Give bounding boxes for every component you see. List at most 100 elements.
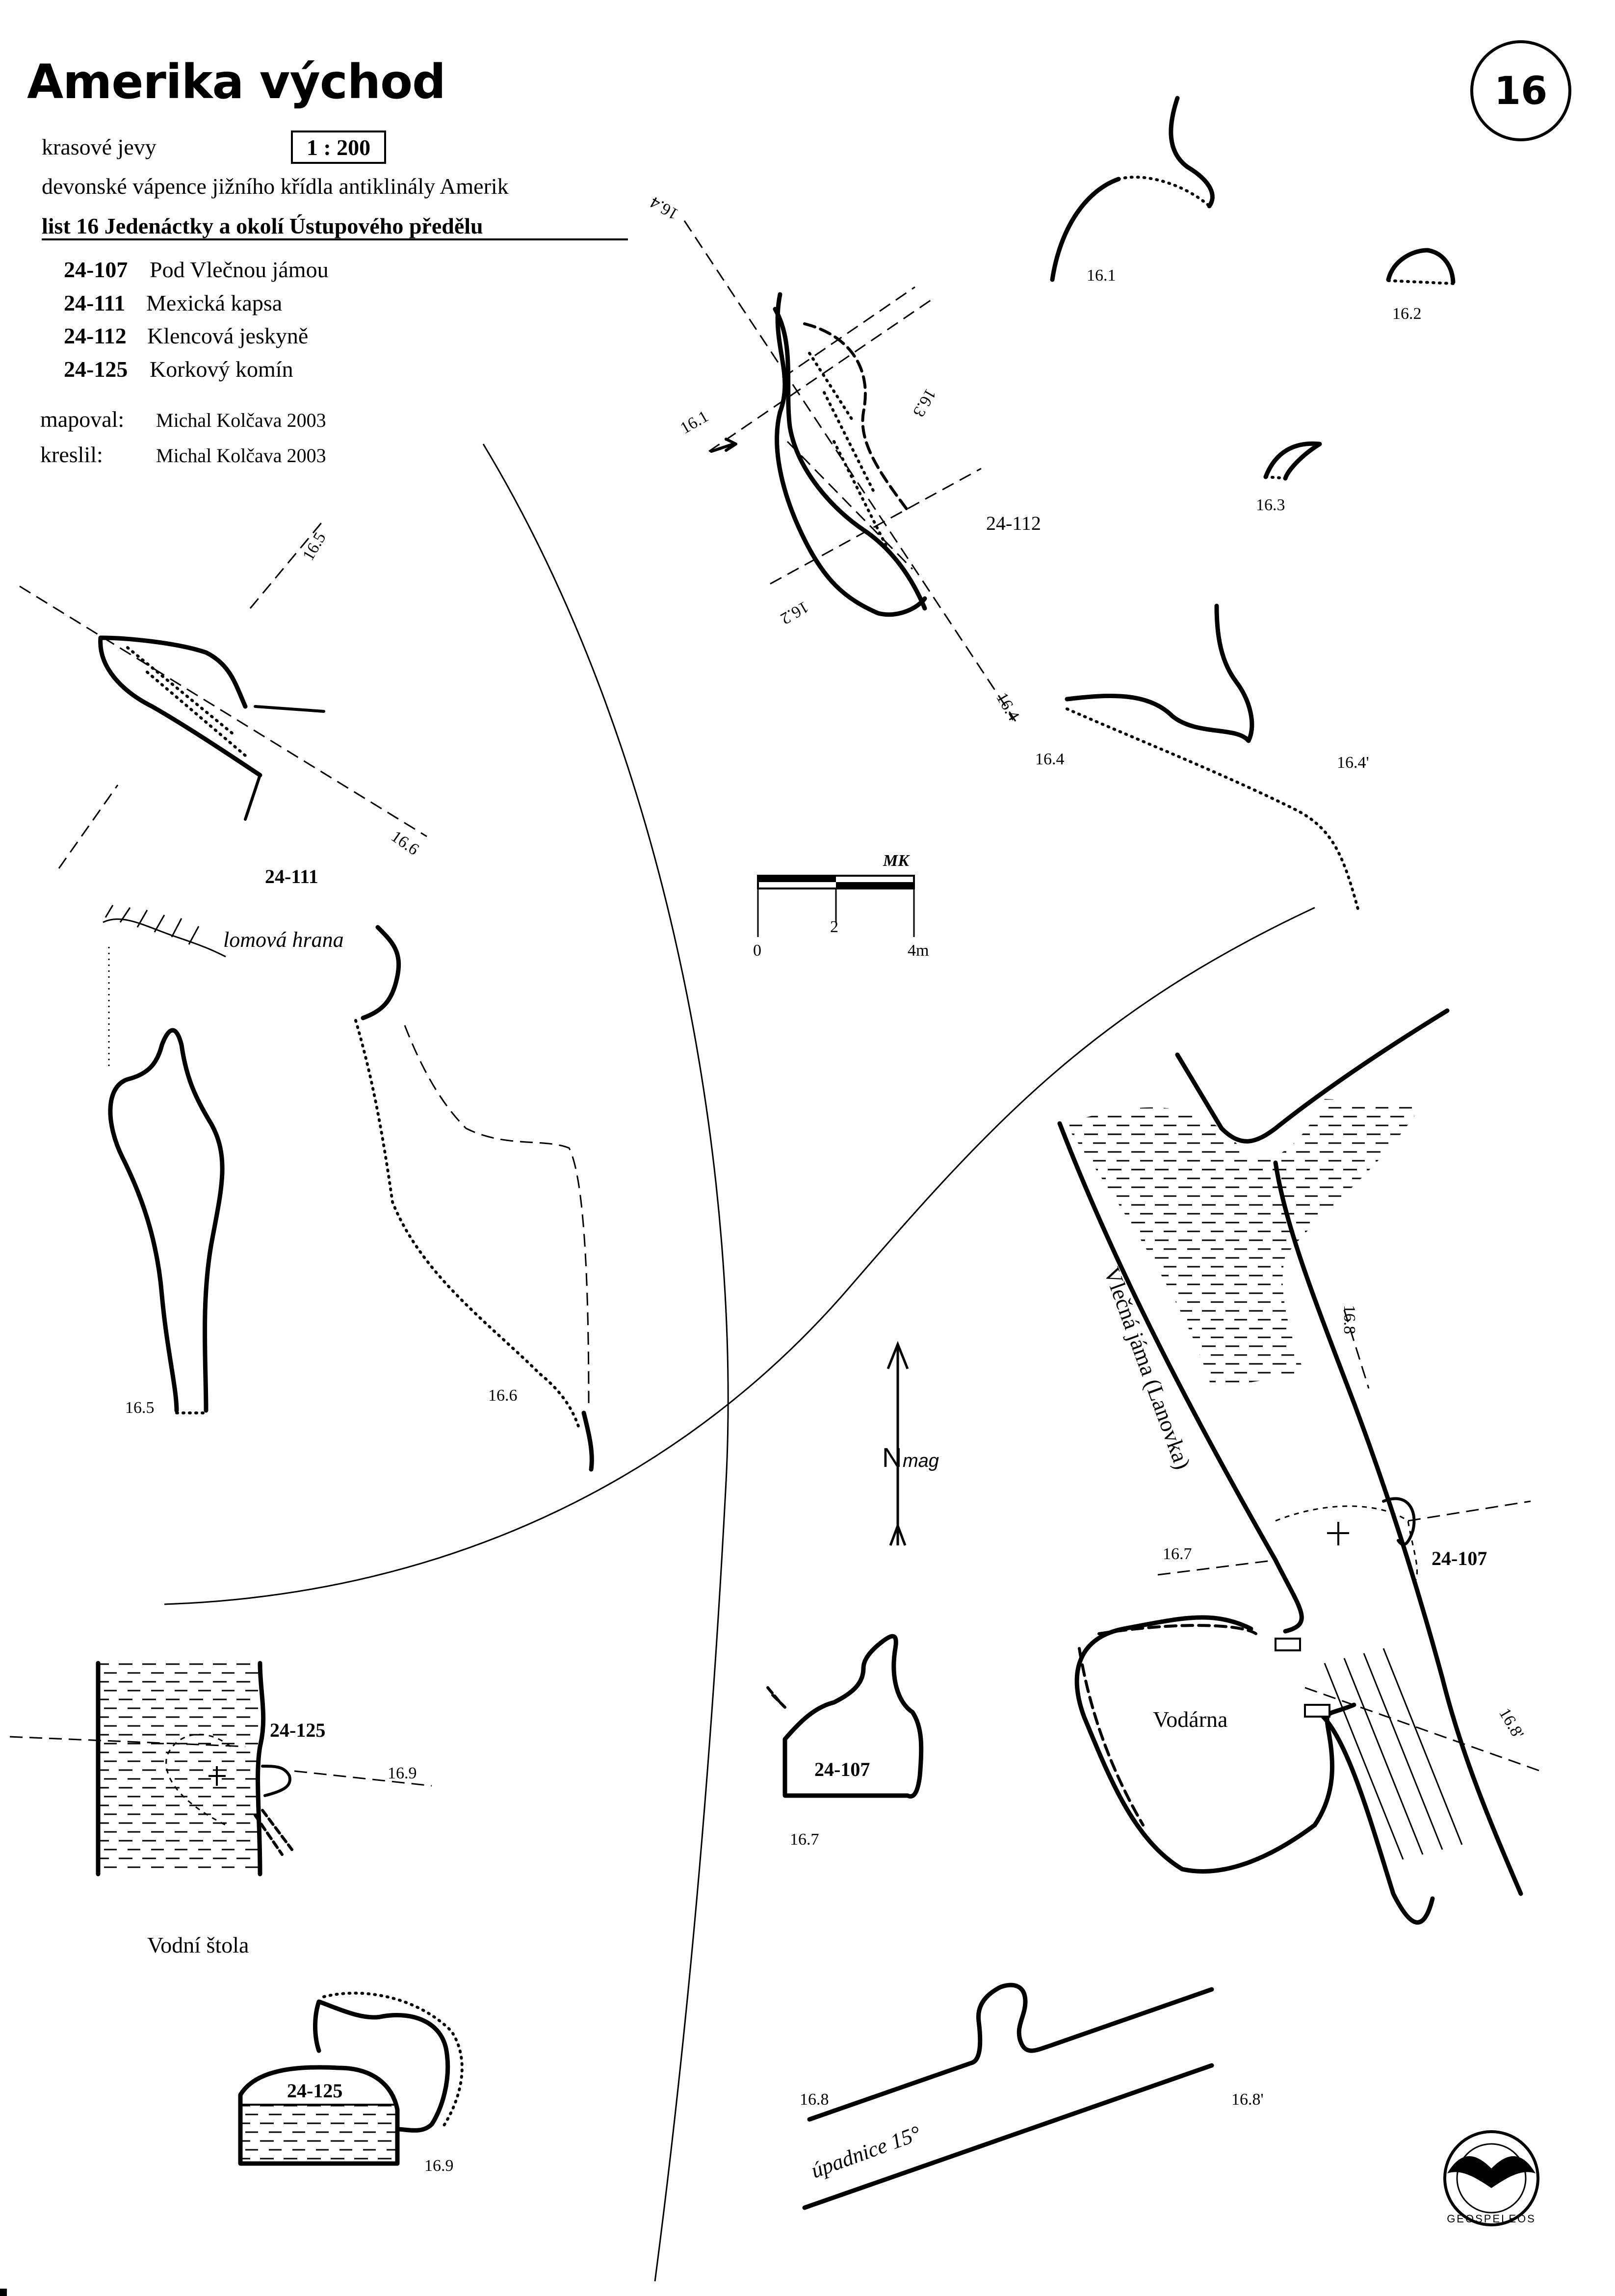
north-arrow: N mag (882, 1341, 939, 1546)
profile-16-3-floor (1264, 475, 1289, 480)
track-lines (1324, 1648, 1463, 1860)
north-letter: N (882, 1442, 902, 1473)
boundary-curve (482, 444, 729, 2282)
bat-icon (1447, 2156, 1536, 2188)
profile-16-9-surface (322, 1991, 464, 2131)
section-line (58, 784, 119, 869)
section-label: 16.9 (388, 1764, 417, 1782)
section-line (782, 286, 915, 379)
arrow-marker (710, 438, 737, 453)
entrance-cross (1327, 1522, 1349, 1545)
section-line (1343, 1309, 1370, 1389)
scale-tick-label: 4m (908, 941, 929, 960)
room-label: Vodárna (1153, 1707, 1227, 1732)
drawn-label: kreslil: (40, 442, 103, 467)
sheet-number-circle (1470, 40, 1571, 141)
adit-label: Vodní štola (147, 1932, 249, 1957)
scale-text: 1 : 200 (307, 135, 370, 160)
scale-bar: 0 2 4m MK (753, 852, 929, 960)
adit-wall (256, 1661, 266, 1877)
cave-label: 24-111 (265, 865, 318, 887)
cave-id: 24-111 (64, 290, 125, 315)
section-label: 16.6 (388, 827, 422, 859)
section-label: 16.5 (299, 529, 330, 564)
section-label: 16.7 (1163, 1545, 1192, 1563)
quarry-edge (103, 918, 226, 958)
profile-16-6-wall (361, 925, 401, 1020)
profile-16-4-wall (1065, 603, 1254, 743)
cave-section-24-125: 24-125 16.9 (238, 1991, 464, 2175)
map-title: Amerika východ (27, 54, 445, 109)
cave-id: 24-125 (64, 357, 128, 382)
cave-fill-texture (808, 352, 889, 551)
section-label: 16.7 (790, 1830, 819, 1849)
profile-16-1-wall (1050, 177, 1121, 282)
section-label: 16.4 (992, 690, 1023, 724)
section-label: 16.8 (800, 2090, 829, 2109)
cave-plan-24-112: 24-112 16.1 16.2 16.3 16.4 16.4 (647, 193, 1041, 724)
section-water (240, 2105, 397, 2164)
cave-wall (773, 307, 927, 611)
drawn-by: Michal Kolčava 2003 (156, 444, 326, 467)
profile-16-9-wall (313, 1999, 450, 2133)
section-line (708, 298, 933, 452)
doorway (1304, 1704, 1330, 1718)
scale-box (291, 130, 386, 164)
incline-ceiling (807, 1983, 1214, 2122)
section-label: 16.1 (677, 407, 712, 438)
profile-16-6-floor (354, 1019, 580, 1429)
profile-16-4-floor (1066, 707, 1360, 914)
quarry-edge-hachures (104, 905, 200, 945)
cave-plan-24-125: 24-125 16.9 Vodní štola (9, 1661, 432, 1957)
section-label: 16.4' (1337, 754, 1369, 772)
profile-16-9-wall (238, 2065, 400, 2166)
shaft-wall (1312, 1707, 1435, 1925)
section-label: 16.9 (424, 2157, 454, 2175)
section-line (1157, 1500, 1531, 1576)
cave-name: Pod Vlečnou jámou (150, 257, 329, 282)
profile-16-7-detail (766, 1686, 786, 1709)
section-label: 16.8 (1340, 1305, 1358, 1334)
profile-16-6-ceiling (404, 1025, 590, 1404)
cave-wall (98, 635, 248, 709)
cave-name: Mexická kapsa (146, 290, 282, 315)
section-label: 16.4 (1035, 750, 1065, 768)
section-label: 16.5 (125, 1399, 155, 1417)
geology-text: devonské vápence jižního křídla antiklin… (42, 174, 509, 199)
logo-inner-ring (1456, 2143, 1527, 2214)
logo-text: GEOSPELEOS (1447, 2213, 1536, 2225)
section-label: 16.3 (1256, 496, 1285, 514)
north-arrow-head (886, 1341, 909, 1369)
cave-id: 24-107 (64, 257, 128, 282)
scale-author: MK (883, 852, 910, 870)
cave-label: 24-112 (986, 512, 1041, 534)
profile-16-2-wall (1386, 248, 1456, 285)
section-profiles-top-right: 16.1 16.2 16.3 16.4 16.4' (1035, 96, 1456, 914)
cave-wall (775, 292, 927, 617)
adit-branch (254, 1809, 293, 1856)
north-arrow-tail (889, 1522, 907, 1546)
sheet-title: list 16 Jedenáctky a okolí Ústupového př… (42, 213, 483, 238)
profile-16-3-wall (1263, 441, 1322, 481)
profile-16-8: 16.8 16.8' úpadnice 15° (800, 1983, 1264, 2210)
profile-16-6: 16.6 (354, 925, 594, 1472)
profile-16-1-floor (1117, 176, 1211, 208)
profile-16-1-wall (1169, 96, 1215, 209)
cave-label: 24-107 (1432, 1547, 1487, 1569)
header: Amerika východ 16 krasové jevy 1 : 200 d… (27, 40, 1571, 467)
cave-plan-24-111: 24-111 16.5 16.6 (19, 520, 427, 887)
flooded-area (1065, 1099, 1423, 1388)
cave-label: 24-107 (814, 1758, 870, 1780)
scale-bar-fill (836, 882, 914, 888)
cave-axis (786, 441, 913, 570)
cave-label: 24-125 (270, 1719, 325, 1741)
cave-plan-24-107: 16.8 16.8' 16.7 24-107 Vlečná jáma (Lano… (1057, 1008, 1541, 1925)
section-label: 16.8' (1495, 1705, 1527, 1742)
quarry-edge-label: lomová hrana (223, 928, 344, 952)
section-line (1304, 1687, 1541, 1772)
cave-alcove (1382, 1497, 1416, 1546)
section-line (9, 1736, 432, 1787)
sheet-number: 16 (1494, 69, 1548, 113)
cave-outline (1275, 1505, 1418, 1586)
cave-id: 24-112 (64, 323, 127, 348)
